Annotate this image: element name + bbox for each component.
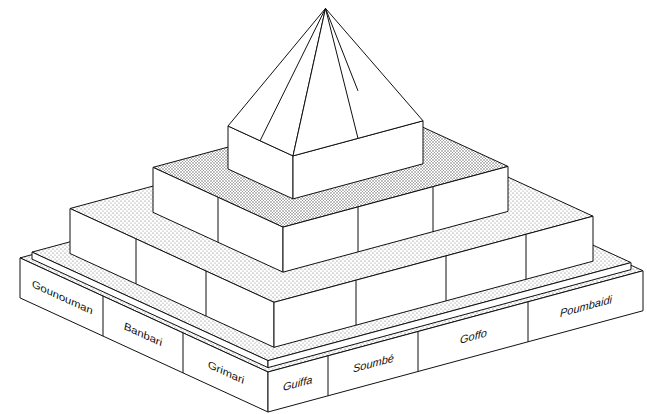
roof-right <box>293 8 423 156</box>
